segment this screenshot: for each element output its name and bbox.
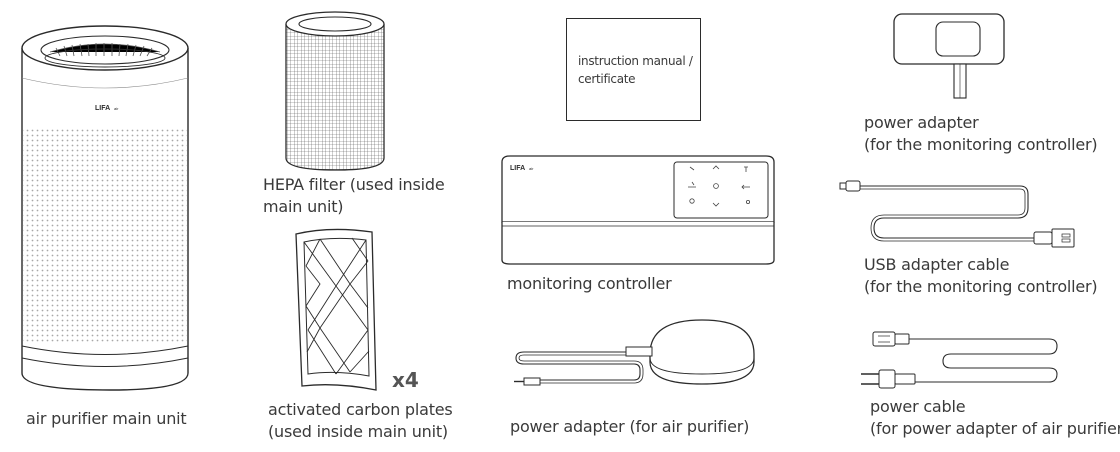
usb-cable-caption-line2: (for the monitoring controller) [864, 277, 1098, 296]
power-cable-drawing [861, 331, 1058, 389]
carbon-plates-drawing [295, 228, 377, 391]
hepa-caption-line2: main unit) [263, 197, 344, 216]
air-purifier-drawing: LIFA air [21, 25, 189, 391]
manual-text-line1: instruction manual / [578, 54, 693, 68]
controller-caption: monitoring controller [507, 273, 672, 295]
controller-adapter-illustration [890, 10, 1010, 102]
power-cable-caption-line2: (for power adapter of air purifier) [870, 419, 1120, 438]
purifier-adapter-drawing [514, 319, 755, 386]
hepa-filter-drawing [285, 11, 385, 171]
usb-cable-caption: USB adapter cable (for the monitoring co… [864, 254, 1098, 298]
air-purifier-illustration: LIFA air [10, 18, 200, 398]
hepa-caption-line1: HEPA filter (used inside [263, 175, 445, 194]
carbon-caption: activated carbon plates (used inside mai… [268, 399, 453, 443]
carbon-quantity: x4 [392, 368, 419, 392]
usb-cable-caption-line1: USB adapter cable [864, 255, 1010, 274]
controller-adapter-drawing [893, 13, 1005, 99]
purifier-adapter-illustration [510, 312, 770, 392]
svg-text:air: air [114, 106, 119, 111]
controller-adapter-caption: power adapter (for the monitoring contro… [864, 112, 1098, 156]
usb-cable-drawing [839, 180, 1075, 248]
carbon-caption-line2: (used inside main unit) [268, 422, 448, 441]
purifier-adapter-caption-text: power adapter (for air purifier) [510, 417, 750, 436]
power-cable-caption: power cable (for power adapter of air pu… [870, 396, 1120, 440]
monitoring-controller-drawing: LIFA air [501, 155, 775, 265]
carbon-plates-illustration [290, 226, 390, 396]
hepa-caption: HEPA filter (used inside main unit) [263, 174, 445, 218]
controller-adapter-caption-line1: power adapter [864, 113, 979, 132]
power-cable-illustration [855, 326, 1065, 392]
purifier-caption: air purifier main unit [26, 408, 187, 430]
carbon-caption-line1: activated carbon plates [268, 400, 453, 419]
manual-text-line2: certificate [578, 72, 636, 86]
power-cable-caption-line1: power cable [870, 397, 966, 416]
usb-cable-illustration [838, 178, 1088, 248]
purifier-caption-text: air purifier main unit [26, 409, 187, 428]
purifier-brand-logo: LIFA [95, 105, 110, 112]
controller-caption-text: monitoring controller [507, 274, 672, 293]
controller-adapter-caption-line2: (for the monitoring controller) [864, 135, 1098, 154]
controller-brand-logo: LIFA [510, 165, 525, 172]
hepa-filter-illustration [280, 8, 395, 173]
instruction-manual: instruction manual / certificate [566, 18, 701, 121]
monitoring-controller-illustration: LIFA air [496, 152, 786, 270]
svg-text:air: air [529, 166, 534, 171]
purifier-adapter-caption: power adapter (for air purifier) [510, 416, 749, 438]
